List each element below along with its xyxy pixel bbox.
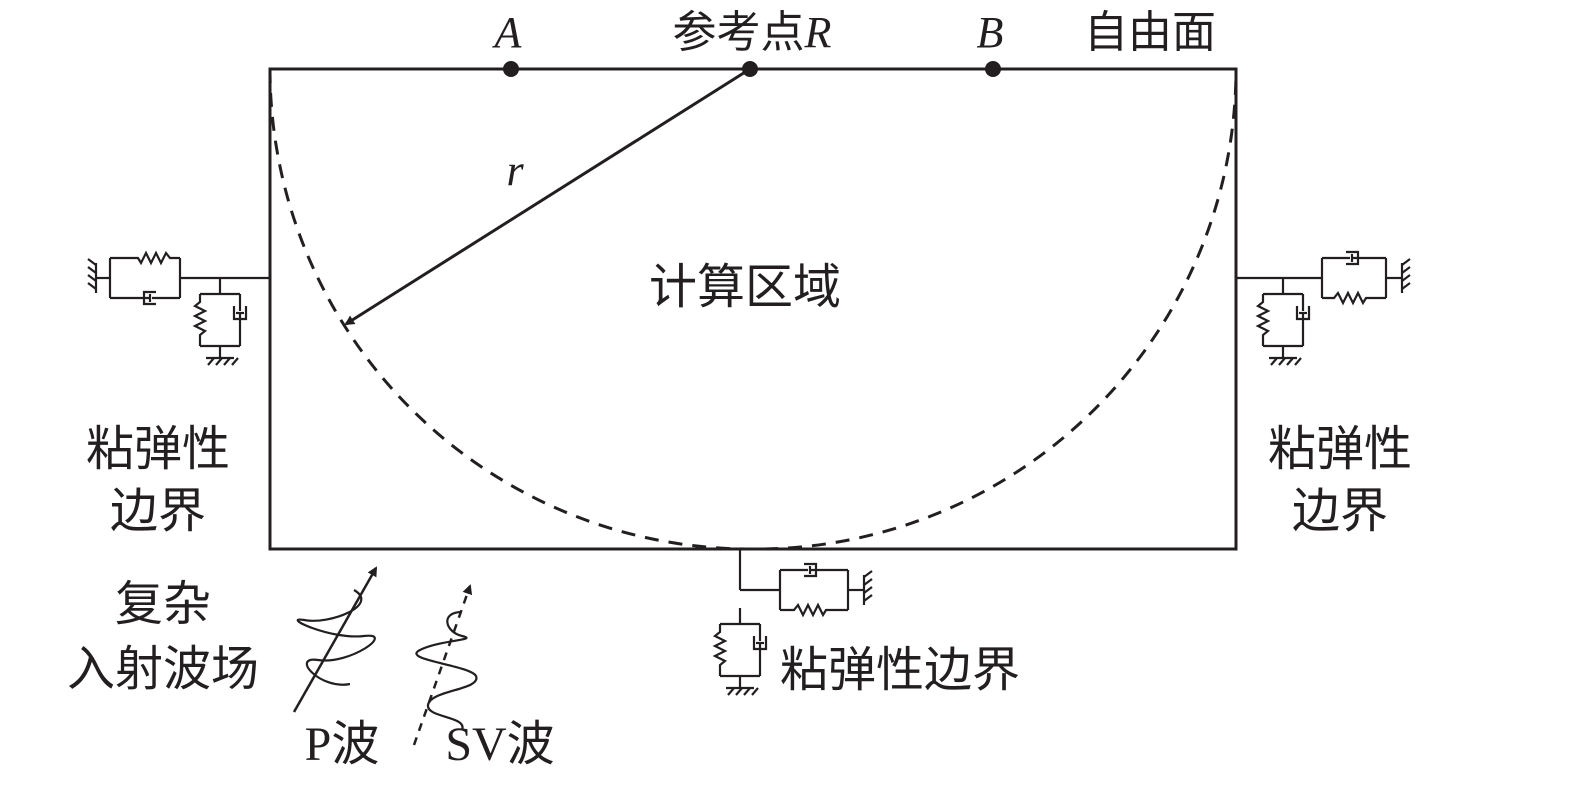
left-boundary-label-line2: 边界 <box>110 485 206 538</box>
influence-semicircle <box>268 68 1238 551</box>
computation-domain-label: 计算区域 <box>649 261 841 314</box>
sv-wave-symbol <box>412 584 478 746</box>
incident-field-label-line2: 入射波场 <box>67 643 259 696</box>
radius-arrow <box>344 67 751 326</box>
p-wave-symbol <box>292 566 378 713</box>
p-wave-label: P波 <box>305 718 380 771</box>
right-boundary-label-line2: 边界 <box>1292 485 1388 538</box>
point-a-label: A <box>492 8 523 57</box>
point-b-label: B <box>977 8 1004 57</box>
free-surface-label: 自由面 <box>1084 8 1216 57</box>
incident-field-label-line1: 复杂 <box>115 578 211 631</box>
point-a-marker <box>503 61 519 77</box>
right-viscoelastic-device <box>1236 250 1411 367</box>
left-boundary-label-line1: 粘弹性 <box>86 423 230 476</box>
reference-point-label: 参考点R <box>673 8 832 57</box>
radius-label: r <box>506 146 524 195</box>
point-b-marker <box>985 61 1001 77</box>
sv-wave-label: SV波 <box>445 718 554 771</box>
bottom-boundary-label: 粘弹性边界 <box>780 644 1020 697</box>
right-boundary-label-line1: 粘弹性 <box>1268 423 1412 476</box>
left-viscoelastic-device <box>87 250 270 367</box>
bottom-viscoelastic-device <box>713 549 873 697</box>
